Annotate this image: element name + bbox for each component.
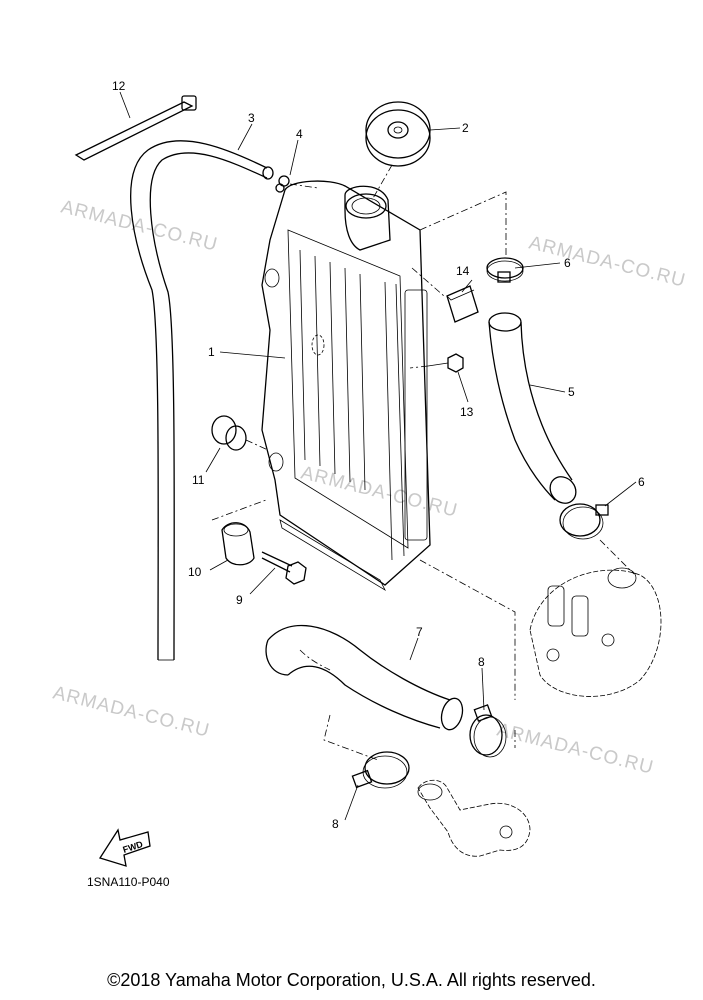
callout-6-lower: 6 (638, 475, 645, 489)
watermark-3: ARMADA-CO.RU (299, 462, 460, 521)
callout-8-right: 8 (478, 655, 485, 669)
part-6-lower-clamp (559, 503, 609, 540)
callout-1: 1 (208, 345, 215, 359)
part-9-bolt (261, 551, 307, 585)
part-8-right-clamp (469, 704, 507, 758)
part-4-clip (275, 175, 319, 193)
part-12-breather-rod (74, 95, 197, 161)
callout-10: 10 (188, 565, 202, 579)
callout-11: 11 (192, 473, 205, 487)
part-1-radiator (261, 180, 431, 592)
part-2-radiator-cap (365, 101, 431, 201)
reference-code: 1SNA110-P040 (87, 875, 170, 889)
callout-leaders (119, 91, 637, 821)
callout-3: 3 (248, 111, 255, 125)
callout-9: 9 (236, 593, 243, 607)
part-11-grommet (211, 415, 269, 451)
part-10-rubber-mount (221, 522, 255, 566)
callout-12: 12 (112, 79, 126, 93)
part-8-left-clamp (351, 751, 410, 789)
callout-6-upper: 6 (564, 256, 571, 270)
assembly-lines (211, 191, 635, 761)
watermark-1: ARMADA-CO.RU (59, 196, 220, 255)
part-5-upper-hose (488, 312, 577, 504)
part-13-bolt (409, 353, 464, 373)
part-6-upper-clamp (486, 257, 524, 283)
part-3-breather-hose (130, 140, 274, 661)
watermarks: ARMADA-CO.RU ARMADA-CO.RU ARMADA-CO.RU A… (51, 196, 688, 778)
callout-13: 13 (460, 405, 474, 419)
callout-numbers: 12 3 4 2 14 6 1 5 13 11 6 10 9 7 8 8 (112, 79, 645, 831)
callout-4: 4 (296, 127, 303, 141)
water-pump-cover-reference (417, 779, 531, 857)
callout-8-left: 8 (332, 817, 339, 831)
copyright-notice: ©2018 Yamaha Motor Corporation, U.S.A. A… (107, 970, 596, 990)
watermark-5: ARMADA-CO.RU (495, 719, 656, 778)
part-14-damper (446, 285, 479, 323)
part-7-lower-hose (265, 624, 464, 731)
callout-5: 5 (568, 385, 575, 399)
callout-7: 7 (416, 625, 423, 639)
callout-14: 14 (456, 264, 470, 278)
cylinder-head-reference (529, 567, 662, 697)
fwd-arrow-icon: FWD (98, 828, 151, 867)
watermark-2: ARMADA-CO.RU (527, 232, 688, 291)
callout-2: 2 (462, 121, 469, 135)
watermark-4: ARMADA-CO.RU (51, 682, 212, 741)
